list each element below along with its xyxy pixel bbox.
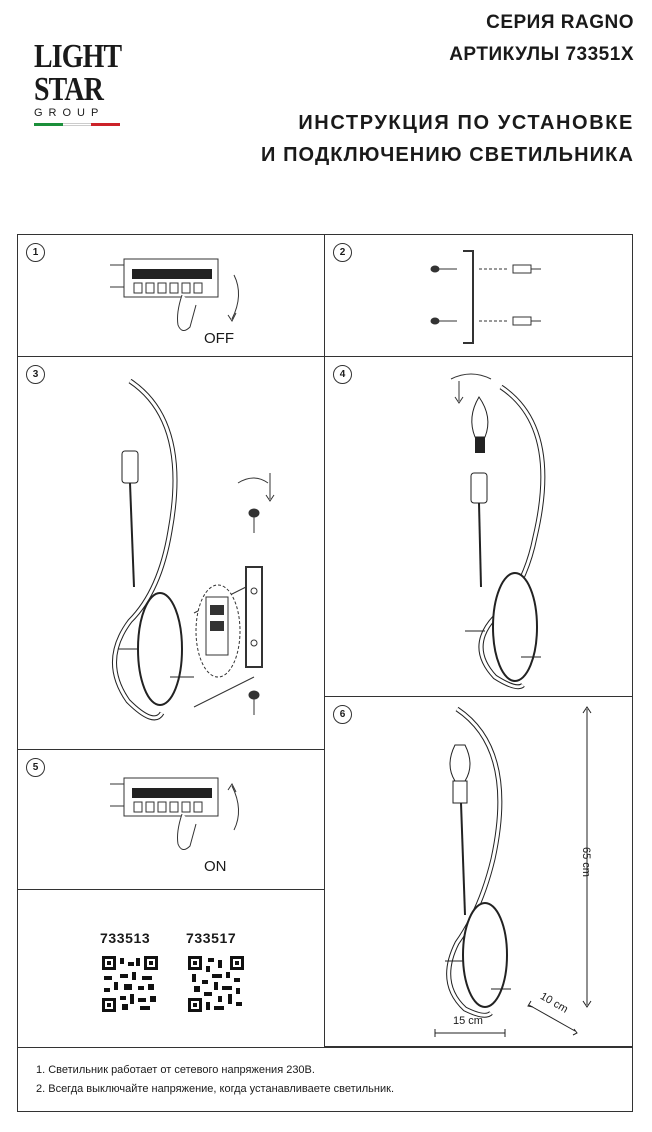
breaker-on-illustration [110,777,239,850]
step-number: 2 [333,243,352,262]
note-2: 2. Всегда выключайте напряжение, когда у… [36,1083,395,1095]
series-title: СЕРИЯ RAGNO [486,12,634,33]
step-number: 4 [333,365,352,384]
notes-panel: 1. Светильник работает от сетевого напря… [18,1047,632,1112]
step-1-panel: 1 OFF [18,235,325,357]
instruction-title-1: ИНСТРУКЦИЯ ПО УСТАНОВКЕ [298,112,634,134]
width-dimension: 15 cm [453,1015,483,1027]
brand-logo: LIGHT STAR GROUP [34,40,126,150]
bracket-screws-illustration [430,250,541,344]
lamp-dimensions-illustration [434,706,592,1037]
step-number: 1 [26,243,45,262]
articles-title: АРТИКУЛЫ 73351X [449,44,634,65]
instruction-title-2: И ПОДКЛЮЧЕНИЮ СВЕТИЛЬНИКА [260,144,634,166]
height-dimension: 65 cm [580,847,592,877]
qr-code-733517 [188,956,244,1012]
bulb-install-illustration [450,373,546,690]
italian-flag-stripe [34,123,121,126]
breaker-off-illustration [110,258,239,331]
logo-line-2: STAR [34,71,104,108]
step-number: 3 [26,365,45,384]
step-number: 5 [26,758,45,777]
article-code-1: 733513 [100,930,151,946]
off-label: OFF [204,330,234,347]
note-1: 1. Светильник работает от сетевого напря… [36,1064,315,1076]
step-6-panel: 6 65 cm 15 cm 10 cm [325,697,633,1047]
step-number: 6 [333,705,352,724]
articles-panel: 733513 733517 [18,890,325,1047]
qr-code-733513 [102,956,158,1012]
step-4-panel: 4 [325,357,633,697]
instruction-frame: 1 OFF 2 3 [17,234,633,1112]
article-code-2: 733517 [186,930,237,946]
logo-line-1: LIGHT [34,38,122,75]
step-2-panel: 2 [325,235,633,357]
logo-line-3: GROUP [34,107,105,119]
on-label: ON [204,858,227,875]
lamp-mounting-illustration [112,378,275,721]
step-5-panel: 5 ON [18,750,325,890]
step-3-panel: 3 [18,357,325,750]
